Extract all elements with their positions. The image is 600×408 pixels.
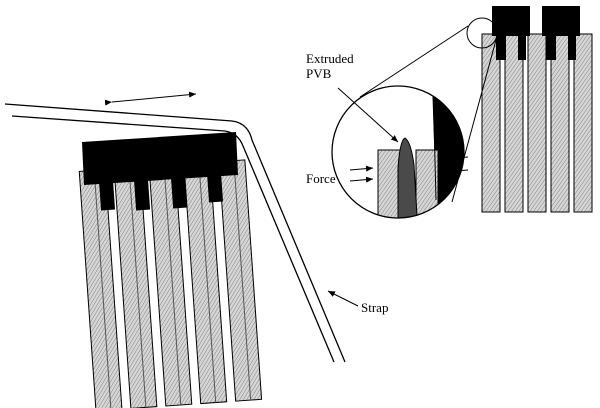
strip [504,33,524,213]
zoom-connector [359,25,469,98]
clamp-tooth [170,175,188,209]
main-assembly [78,132,263,408]
detail-circle [466,17,498,49]
clamp-block [82,137,162,185]
arrow-right-icon [349,165,374,172]
zoomed-detail [331,85,469,219]
clamp-block [542,6,580,36]
reference-assembly [466,6,593,213]
strap [4,103,346,363]
extruded-pvb-shape [397,137,419,218]
extruded-pvb-label-line1: Extruded [306,51,354,66]
clamp-tooth [568,34,576,60]
clamp-block [158,132,238,180]
strip [481,33,501,213]
clamp-tooth [546,34,556,60]
clamp-tooth [518,34,526,60]
strip [113,166,158,408]
strip [218,159,263,402]
strap-leader [327,290,359,307]
strip [573,33,593,213]
strip [78,169,123,408]
extruded-leader [337,87,399,143]
strip [550,33,570,213]
arrow-left-icon [441,155,469,162]
clamp-tooth [206,171,224,203]
strap-label: Strap [361,300,388,315]
double-headed-arrow-icon [104,91,197,106]
arrow-left-icon [441,168,469,175]
clamp-block [492,6,530,36]
strip [527,33,547,213]
arrow-right-icon [349,176,374,183]
strip-group [78,159,263,408]
force-label: Force [306,171,336,186]
extruded-pvb-label-line2: PVB [306,66,332,81]
clamp-tooth [98,179,116,211]
clamp-tooth [496,34,506,60]
clamp-tooth [133,177,151,211]
